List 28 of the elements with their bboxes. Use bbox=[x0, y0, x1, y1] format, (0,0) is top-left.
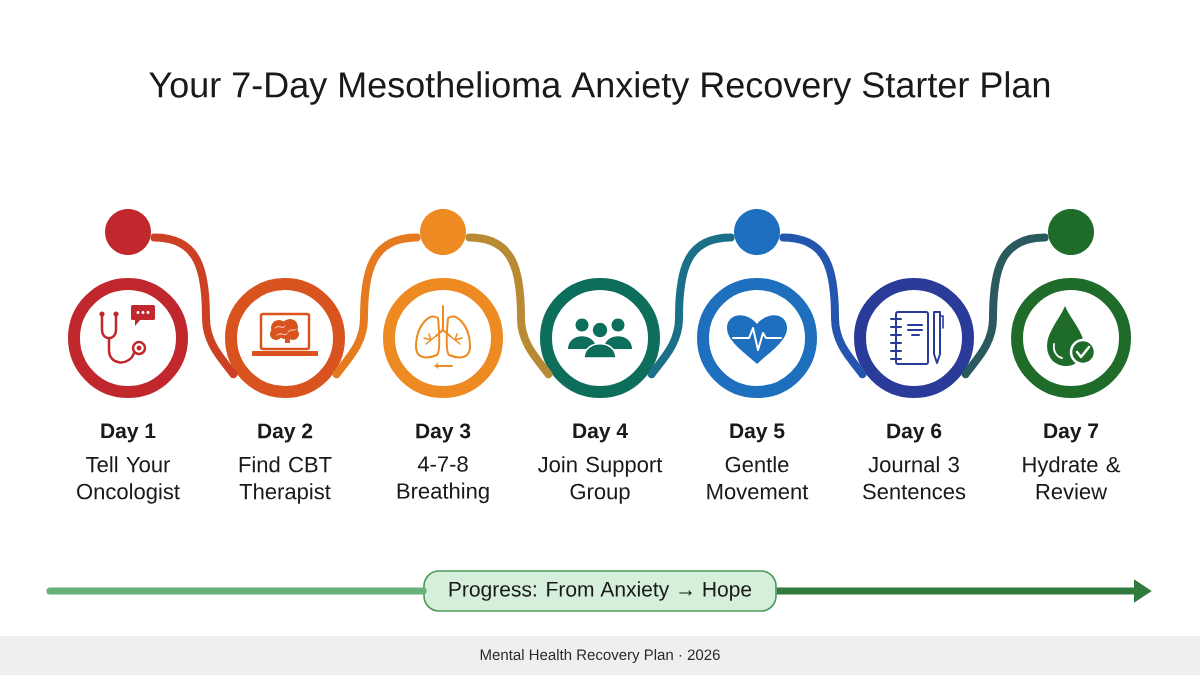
day-heading: Day 5 bbox=[730, 423, 785, 443]
step-label: Journal 3 Sentences bbox=[863, 456, 966, 500]
step-label: Gentle Movement bbox=[707, 456, 809, 500]
wavy-connector bbox=[150, 233, 238, 379]
step-label: 4-7-8 Breathing bbox=[397, 456, 489, 504]
wavy-connector bbox=[779, 233, 867, 379]
label-pill: Progress: From Anxiety → Hope bbox=[423, 570, 777, 612]
wavy-connector bbox=[332, 233, 421, 379]
wavy-connector bbox=[647, 233, 735, 379]
title: Your 7-Day Mesothelioma Anxiety Recovery Starter Plan bbox=[149, 71, 1050, 105]
progress-line bbox=[46, 587, 427, 595]
timeline-dot bbox=[1048, 209, 1094, 255]
day-heading: Day 3 bbox=[416, 423, 471, 443]
day-heading: Day 6 bbox=[887, 423, 942, 443]
step-label: Find CBT Therapist bbox=[239, 456, 332, 504]
day-heading: Day 4 bbox=[573, 423, 628, 443]
timeline-dot bbox=[420, 209, 466, 255]
day-heading: Day 1 bbox=[101, 423, 156, 443]
timeline-dot bbox=[734, 209, 780, 255]
step-label: Join Support Group bbox=[538, 456, 663, 504]
wavy-connector bbox=[961, 233, 1049, 379]
wavy-connector bbox=[465, 233, 553, 379]
timeline-dot bbox=[105, 209, 151, 255]
step-label: Hydrate & Review bbox=[1023, 456, 1121, 500]
day-heading: Day 2 bbox=[258, 423, 313, 443]
day-heading: Day 7 bbox=[1044, 423, 1099, 443]
footer-bar: Mental Health Recovery Plan · 2026 bbox=[0, 636, 1200, 675]
step-label: Tell Your Oncologist bbox=[77, 456, 180, 504]
